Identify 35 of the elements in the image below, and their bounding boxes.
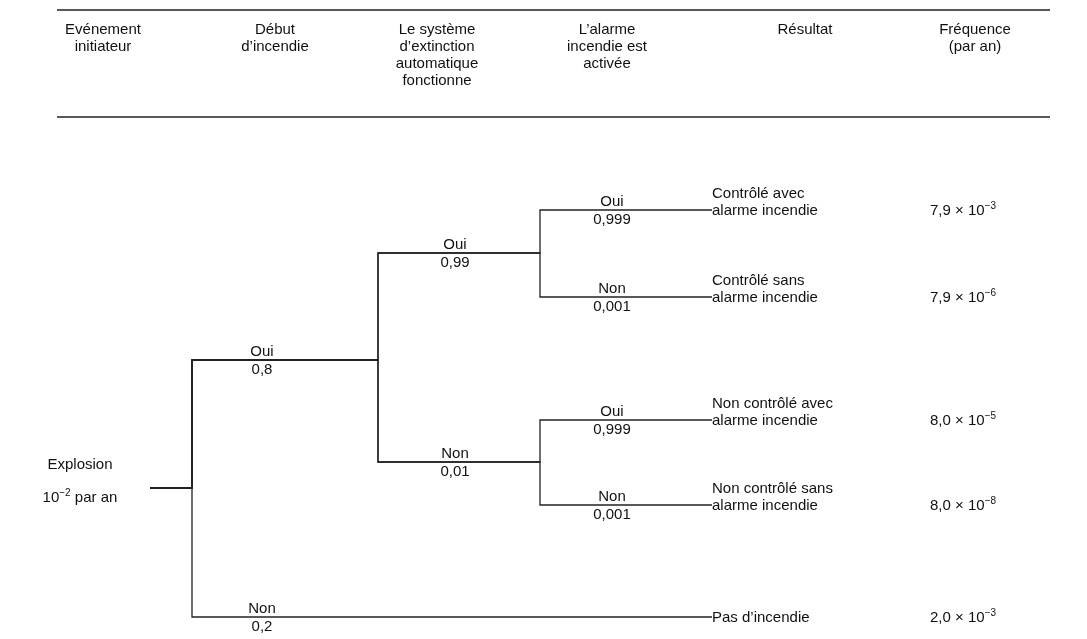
branch-probability: 0,01: [440, 463, 470, 479]
event-rate: 10$^{−2}$ par an: [41, 488, 119, 505]
branch-answer: Oui: [250, 343, 274, 359]
branch-answer: Oui: [443, 236, 467, 252]
outcome-text: Contrôlé avec alarme incendie: [712, 184, 819, 218]
branch-probability: 0,2: [251, 618, 273, 634]
column-header: Résultat: [776, 20, 834, 37]
branch-answer: Non: [248, 600, 276, 616]
outcome-text: Pas d’incendie: [712, 608, 811, 625]
column-header: Fréquence (par an): [938, 20, 1012, 54]
column-header: Le système d’extinction automatique fonctionne: [394, 20, 480, 88]
outcome-text: Contrôlé sans alarme incendie: [712, 271, 819, 305]
frequency-value: 2,0 × 10$^{−3}$: [930, 608, 997, 625]
frequency-value: 8,0 × 10$^{−8}$: [930, 496, 997, 513]
initiating-event: Explosion: [46, 455, 114, 472]
branch-answer: Oui: [600, 193, 624, 209]
branch-probability: 0,001: [593, 506, 631, 522]
branch-answer: Non: [441, 445, 469, 461]
column-header: Début d’incendie: [240, 20, 310, 54]
branch-line: [149, 487, 713, 618]
frequency-value: 7,9 × 10$^{−6}$: [930, 288, 997, 305]
branch-probability: 0,8: [251, 361, 273, 377]
branch-answer: Non: [598, 280, 626, 296]
branch-answer: Non: [598, 488, 626, 504]
column-header: L’alarme incendie est activée: [565, 20, 649, 71]
branch-answer: Oui: [600, 403, 624, 419]
branch-probability: 0,99: [440, 254, 470, 270]
branch-probability: 0,001: [593, 298, 631, 314]
frequency-value: 8,0 × 10$^{−5}$: [930, 411, 997, 428]
branch-probability: 0,999: [593, 421, 631, 437]
outcome-text: Non contrôlé sans alarme incendie: [712, 479, 834, 513]
column-header: Evénement initiateur: [64, 20, 142, 54]
frequency-value: 7,9 × 10$^{−3}$: [930, 201, 997, 218]
branch-probability: 0,999: [593, 211, 631, 227]
outcome-text: Non contrôlé avec alarme incendie: [712, 394, 834, 428]
